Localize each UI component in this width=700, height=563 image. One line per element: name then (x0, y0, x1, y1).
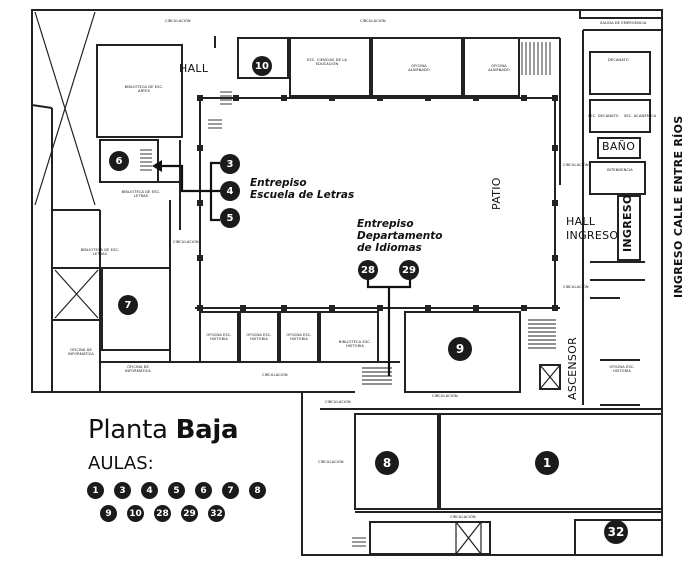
circulacion-label: CIRCULACIÓN (563, 163, 589, 167)
page-title: Planta Baja (88, 415, 239, 445)
stairs-6 (140, 149, 152, 171)
circulacion-label: CIRCULACIÓN (318, 460, 344, 464)
circulacion-label: CIRCULACIÓN (325, 400, 351, 404)
aula-legend-badge: 4 (141, 482, 158, 499)
biblioteca-artes-label: BIBLIOTECA DE ESC. ARTES (124, 85, 164, 93)
oficina-historia-label: OFICINA ESC. HISTORIA (206, 333, 232, 341)
room-6-badge: 6 (109, 151, 129, 171)
oficina-historia-label: OFICINA ESC. HISTORIA (286, 333, 312, 341)
sec-decanato-label: SEC. DECANATO (588, 114, 619, 118)
hall-ingreso-label-1: HALL (566, 215, 596, 228)
aula-legend-badge: 3 (114, 482, 131, 499)
room-4-badge: 4 (220, 181, 240, 201)
oficina-historia-label: OFICINA ESC. HISTORIA (609, 365, 635, 373)
top-right-notch (579, 10, 662, 19)
arrow-head (152, 160, 162, 172)
room-29-badge: 29 (399, 260, 419, 280)
circulacion-label: CIRCULACIÓN (360, 19, 386, 23)
ascensor-label: ASCENSOR (566, 336, 579, 400)
sec-academica-label: SEC. ACADÉMICA (624, 114, 657, 118)
entrepiso-idiomas-title: Entrepiso Departamento de Idiomas (357, 218, 443, 254)
elevator (539, 364, 561, 390)
circulacion-label: CIRCULACIÓN (563, 285, 589, 289)
room-9-badge: 9 (448, 337, 472, 361)
room-8-badge: 8 (375, 451, 399, 475)
oficina-alumnado-label: OFICINA ALUMNADO (408, 64, 430, 72)
stairs-ascensor (528, 319, 556, 349)
room-1-badge: 1 (535, 451, 559, 475)
circulacion-label: CIRCULACIÓN (262, 373, 288, 377)
aula-legend-badge: 28 (154, 505, 171, 522)
aula-legend-badge: 5 (168, 482, 185, 499)
hall-label: HALL (179, 62, 209, 75)
room-28-badge: 28 (358, 260, 378, 280)
esc-ciencias-label: ESC. CIENCIAS DE LA EDUCACIÓN (307, 58, 347, 66)
aula-legend-badge: 32 (208, 505, 225, 522)
aula-legend-badge: 9 (100, 505, 117, 522)
stairs-hall (208, 91, 232, 129)
left-shaft (31, 10, 53, 109)
ingreso-label: INGRESO (621, 194, 634, 252)
room-32-badge: 32 (604, 520, 628, 544)
aula-legend-badge: 6 (195, 482, 212, 499)
stairs-top (521, 42, 551, 75)
aula-legend-badge: 8 (249, 482, 266, 499)
aula-legend-badge: 1 (87, 482, 104, 499)
room-5-badge: 5 (220, 208, 240, 228)
bano-label: BAÑO (602, 140, 636, 153)
aula-legend-badge: 7 (222, 482, 239, 499)
arrow-letras (160, 164, 211, 193)
bracket-idiomas (366, 278, 412, 376)
biblioteca-historia-label: BIBLIOTECA ESC. HISTORIA (338, 340, 372, 348)
patio-label: PATIO (490, 177, 503, 210)
biblioteca-letras-label-2: BIBLIOTECA DE ESC. LETRAS (80, 248, 120, 256)
entrepiso-letras-title: Entrepiso Escuela de Letras (250, 177, 355, 201)
oficina-alumnado-label-2: OFICINA ALUMNADO (488, 64, 510, 72)
circulacion-label: CIRCULACIÓN (432, 394, 458, 398)
oficina-historia-label: OFICINA ESC. HISTORIA (246, 333, 272, 341)
ingreso-calle-label: INGRESO CALLE ENTRE RÍOS (672, 115, 685, 298)
room-10-badge: 10 (252, 56, 272, 76)
stairs-idiomas (362, 367, 392, 385)
circulacion-label: CIRCULACIÓN (173, 240, 199, 244)
circulacion-label: CIRCULACIÓN (450, 515, 476, 519)
biblioteca-letras-label: BIBLIOTECA DE ESC. LETRAS (121, 190, 161, 198)
oficina-informatica-label: OFICINA DE INFORMÁTICA (68, 348, 94, 356)
hall-ingreso-label-2: INGRESO (566, 229, 619, 242)
oficina-informatica-label-2: OFICINA DE INFORMÁTICA (125, 365, 151, 373)
salida-emergencia-label: SALIDA DE EMERGENCIA (600, 21, 647, 25)
decanato-label: DECANATO (608, 58, 629, 62)
outer-wall (31, 9, 663, 556)
room-7-badge: 7 (118, 295, 138, 315)
stairs-bottom (352, 537, 366, 547)
aulas-heading: AULAS: (88, 453, 154, 474)
aula-legend-badge: 10 (127, 505, 144, 522)
circulacion-label: CIRCULACIÓN (165, 19, 191, 23)
room-3-badge: 3 (220, 154, 240, 174)
aula-legend-badge: 29 (181, 505, 198, 522)
intendencia-label: INTENDENCIA (607, 168, 633, 172)
